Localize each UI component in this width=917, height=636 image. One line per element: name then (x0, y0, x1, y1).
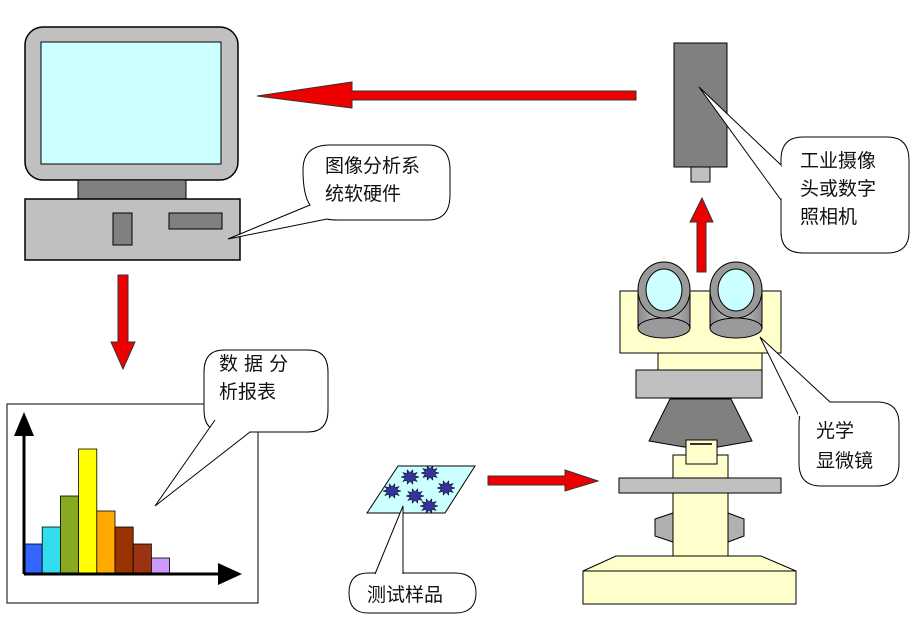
camera-lens (690, 166, 711, 183)
focus-knob-right (727, 512, 745, 543)
bacteria-icon (405, 488, 425, 504)
callout-camera-line3: 照相机 (800, 206, 857, 228)
bacteria-group (382, 465, 456, 514)
chart-x-arrow-icon (218, 563, 242, 585)
callout-microscope: 光学 显微镜 (759, 336, 900, 487)
chart-bars (23, 448, 170, 575)
callout-report-line1: 数 据 分 (219, 353, 288, 375)
microscope-arm (635, 369, 763, 399)
bacteria-icon (400, 469, 420, 485)
chart-bar (60, 495, 80, 575)
bacteria-icon (419, 498, 439, 514)
arrow-sample-to-microscope (487, 469, 600, 492)
callout-camera-line2: 头或数字 (800, 178, 876, 200)
monitor-stand (77, 179, 187, 200)
arrow-camera-to-computer (256, 81, 637, 109)
microscope-icon (582, 261, 797, 605)
bacteria-icon (436, 480, 456, 496)
callout-microscope-line1: 光学 (816, 420, 854, 442)
chart-bar (96, 510, 116, 575)
chart-bar (150, 557, 170, 575)
microscope-base (582, 570, 797, 605)
callout-camera: 工业摄像 头或数字 照相机 (698, 86, 910, 254)
microscope-stage (618, 477, 782, 494)
bacteria-icon (420, 465, 440, 481)
monitor-screen (40, 41, 222, 165)
drive-bay-icon (168, 212, 223, 230)
callout-camera-line1: 工业摄像 (800, 150, 876, 172)
callout-microscope-line2: 显微镜 (816, 450, 873, 472)
camera-body (673, 42, 728, 168)
chart-bar (41, 526, 61, 575)
chart-y-arrow-icon (14, 412, 34, 436)
callout-software-line1: 图像分析系 (325, 155, 420, 177)
microscope-neck (657, 352, 763, 371)
chart-bar (114, 526, 134, 575)
sample-slide (366, 465, 476, 514)
callout-sample: 测试样品 (348, 505, 477, 614)
chart-bar (132, 543, 152, 575)
callout-software: 图像分析系 统软硬件 (227, 144, 451, 240)
drive-slot-icon (112, 212, 133, 246)
chart-bar (23, 543, 43, 575)
computer-icon (24, 26, 241, 261)
callout-report-line2: 析报表 (219, 381, 276, 403)
arrow-microscope-to-camera (689, 196, 714, 273)
microscope-pillar (672, 454, 729, 557)
chart-bar (78, 448, 98, 575)
sample-slide-icon (366, 465, 476, 514)
callout-report: 数 据 分 析报表 (154, 349, 329, 507)
arrow-computer-to-report (110, 274, 136, 371)
bacteria-icon (382, 483, 402, 499)
microscope-base-top (582, 555, 797, 572)
eyepiece-right (709, 261, 763, 339)
callout-sample-label: 测试样品 (367, 584, 443, 606)
objective-turret (648, 398, 753, 448)
callout-software-line2: 统软硬件 (325, 183, 401, 205)
eyepiece-left (637, 261, 691, 339)
focus-knob-left (654, 512, 674, 543)
